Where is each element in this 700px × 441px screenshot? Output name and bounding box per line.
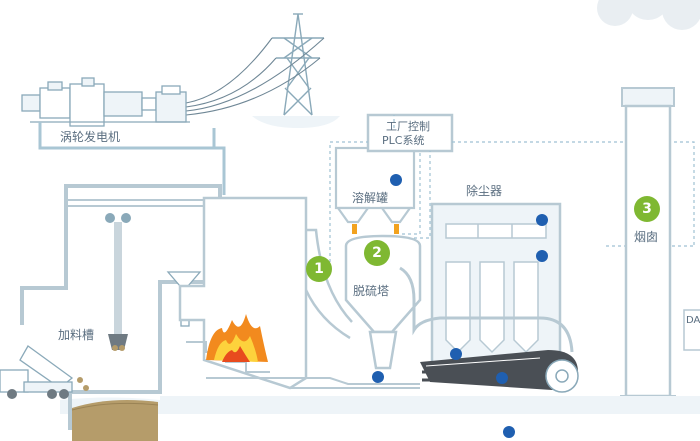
feed-tank-label: 加料槽: [58, 328, 95, 342]
dust-collector-label: 除尘器: [466, 184, 503, 198]
bottom-pipes-dark: [422, 370, 500, 382]
ground-strip: [160, 396, 700, 414]
bottom-pipes: [206, 377, 420, 389]
plc-label-line2: PLC系统: [382, 134, 425, 147]
sensor-dot-tower-base: [372, 371, 384, 383]
tower-base: [252, 116, 340, 128]
crane-frame: [20, 184, 222, 325]
dissolve-tank-label: 溶解罐: [352, 191, 389, 205]
power-cables: [185, 37, 325, 116]
steam-pipe-2: [38, 122, 214, 150]
sensor-dot-dissolve-tank: [390, 174, 402, 186]
turbine-label: 涡轮发电机: [60, 130, 121, 144]
da-panel: [683, 309, 700, 351]
step-badge-1: 1: [306, 256, 332, 282]
step-badge-3: 3: [634, 196, 660, 222]
waste-pit: [68, 280, 204, 441]
dissolve-tank: [334, 146, 416, 224]
flue-duct-2: [399, 266, 574, 353]
fire: [206, 314, 268, 362]
step-badge-2: 2: [364, 240, 390, 266]
smoke-cloud: [597, 0, 700, 30]
sensor-dot-collector-bottom: [450, 348, 462, 360]
sensor-dot-collector-mid: [536, 250, 548, 262]
plc-box: [366, 113, 454, 153]
sensor-dot-ground: [503, 426, 515, 438]
power-tower: [272, 13, 324, 116]
chimney: [620, 87, 676, 398]
steam-pipe: [212, 128, 226, 195]
desulfurization-tower-label: 脱硫塔: [353, 284, 390, 298]
chimney-label: 烟囱: [634, 230, 659, 244]
crane-rail: [66, 199, 210, 207]
dump-truck: [0, 345, 89, 399]
nozzles: [352, 224, 399, 234]
chimney-base: [592, 396, 700, 414]
sensor-dot-collector-top: [536, 214, 548, 226]
dust-collector: [430, 202, 562, 366]
turbine-generator: [21, 77, 190, 127]
sensor-dot-conveyor: [496, 372, 508, 384]
crane-grab: [105, 213, 131, 351]
da-label: DA: [686, 315, 700, 326]
plc-label-line1: 工厂控制: [386, 120, 430, 133]
desulfurization-tower: [344, 234, 422, 370]
